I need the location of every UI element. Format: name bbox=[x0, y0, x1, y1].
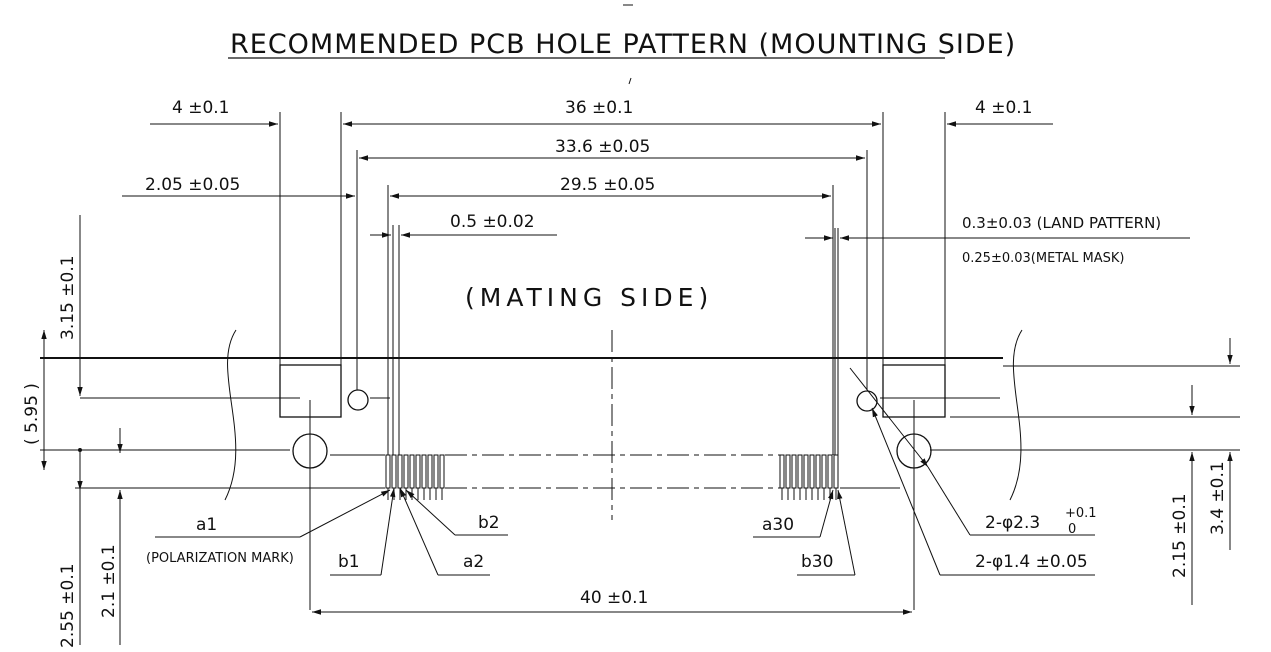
dim-40-label: 40 ±0.1 bbox=[580, 588, 648, 608]
dim-36-label: 36 ±0.1 bbox=[565, 98, 633, 118]
contact-pad bbox=[803, 454, 809, 489]
small-hole-right bbox=[856, 390, 878, 412]
dim-2-55-label: 2.55 ±0.1 bbox=[58, 563, 78, 648]
dim-left4-label: 4 ±0.1 bbox=[172, 98, 230, 118]
contact-pad bbox=[791, 454, 797, 489]
small-hole-left bbox=[347, 389, 369, 411]
contact-pad bbox=[427, 454, 433, 489]
dim-5-95-label: ( 5.95 ) bbox=[22, 383, 42, 445]
dim-right4-label: 4 ±0.1 bbox=[975, 98, 1033, 118]
contact-pad bbox=[409, 454, 415, 489]
a1-leader-b bbox=[299, 489, 391, 538]
contact-pad bbox=[797, 454, 803, 489]
hole-large-leader-b bbox=[927, 466, 971, 536]
drawing-title: RECOMMENDED PCB HOLE PATTERN (MOUNTING S… bbox=[230, 29, 1016, 60]
dim-29-5-label: 29.5 ±0.05 bbox=[560, 175, 655, 195]
hole-large-label: 2-φ2.3 bbox=[985, 513, 1040, 533]
metal-mask-label: 0.25±0.03(METAL MASK) bbox=[962, 251, 1124, 266]
pin-a30-label: a30 bbox=[762, 515, 794, 535]
pin-b30-label: b30 bbox=[801, 552, 833, 572]
contact-pad bbox=[809, 454, 815, 489]
b1-leader bbox=[380, 487, 396, 576]
pin-b1-label: b1 bbox=[338, 552, 360, 572]
contact-pad bbox=[827, 454, 833, 489]
contact-pad bbox=[403, 454, 409, 489]
contact-pads-right bbox=[779, 454, 839, 500]
contact-pad bbox=[433, 454, 439, 489]
pin-a1-label: a1 bbox=[196, 515, 217, 535]
dim-2-1-label: 2.1 ±0.1 bbox=[99, 544, 119, 618]
contact-pad bbox=[391, 454, 397, 489]
contact-pads-left bbox=[385, 454, 445, 500]
dim-3-4-label: 3.4 ±0.1 bbox=[1208, 461, 1228, 535]
contact-pad bbox=[779, 454, 785, 489]
break-curve-right bbox=[1009, 329, 1023, 501]
contact-pad bbox=[815, 454, 821, 489]
hole-small-label: 2-φ1.4 ±0.05 bbox=[975, 552, 1088, 572]
b2-leader bbox=[405, 489, 456, 536]
contact-pad bbox=[397, 454, 403, 489]
dim-3-15-label: 3.15 ±0.1 bbox=[58, 255, 78, 340]
contact-pad bbox=[415, 454, 421, 489]
hole-large-leader bbox=[849, 367, 929, 468]
hole-small-leader bbox=[871, 407, 941, 576]
contact-pad bbox=[821, 454, 827, 489]
contact-pad bbox=[785, 454, 791, 489]
pin-a2-label: a2 bbox=[463, 552, 484, 572]
mating-side-label: (MATING SIDE) bbox=[465, 283, 713, 312]
contact-pad bbox=[385, 454, 391, 489]
stray-tick bbox=[628, 77, 632, 85]
contact-pad bbox=[833, 454, 839, 489]
datum-dot bbox=[78, 448, 82, 452]
pin-b2-label: b2 bbox=[478, 513, 500, 533]
dim-2-05-label: 2.05 ±0.05 bbox=[145, 175, 240, 195]
break-curve-left bbox=[224, 329, 237, 501]
contact-pad bbox=[439, 454, 445, 489]
a30-leader bbox=[819, 489, 834, 538]
polarization-mark-label: (POLARIZATION MARK) bbox=[146, 551, 294, 566]
dim-0-5-label: 0.5 ±0.02 bbox=[450, 212, 535, 232]
a2-leader bbox=[399, 487, 439, 576]
dim-2-15-label: 2.15 ±0.1 bbox=[1170, 493, 1190, 578]
contact-pad bbox=[421, 454, 427, 489]
hole-large-tol-top: +0.1 bbox=[1065, 506, 1097, 521]
land-pattern-label: 0.3±0.03 (LAND PATTERN) bbox=[962, 214, 1161, 232]
dim-33-6-label: 33.6 ±0.05 bbox=[555, 137, 650, 157]
b30-leader bbox=[837, 489, 856, 576]
hole-large-tol-bottom: 0 bbox=[1068, 522, 1076, 537]
